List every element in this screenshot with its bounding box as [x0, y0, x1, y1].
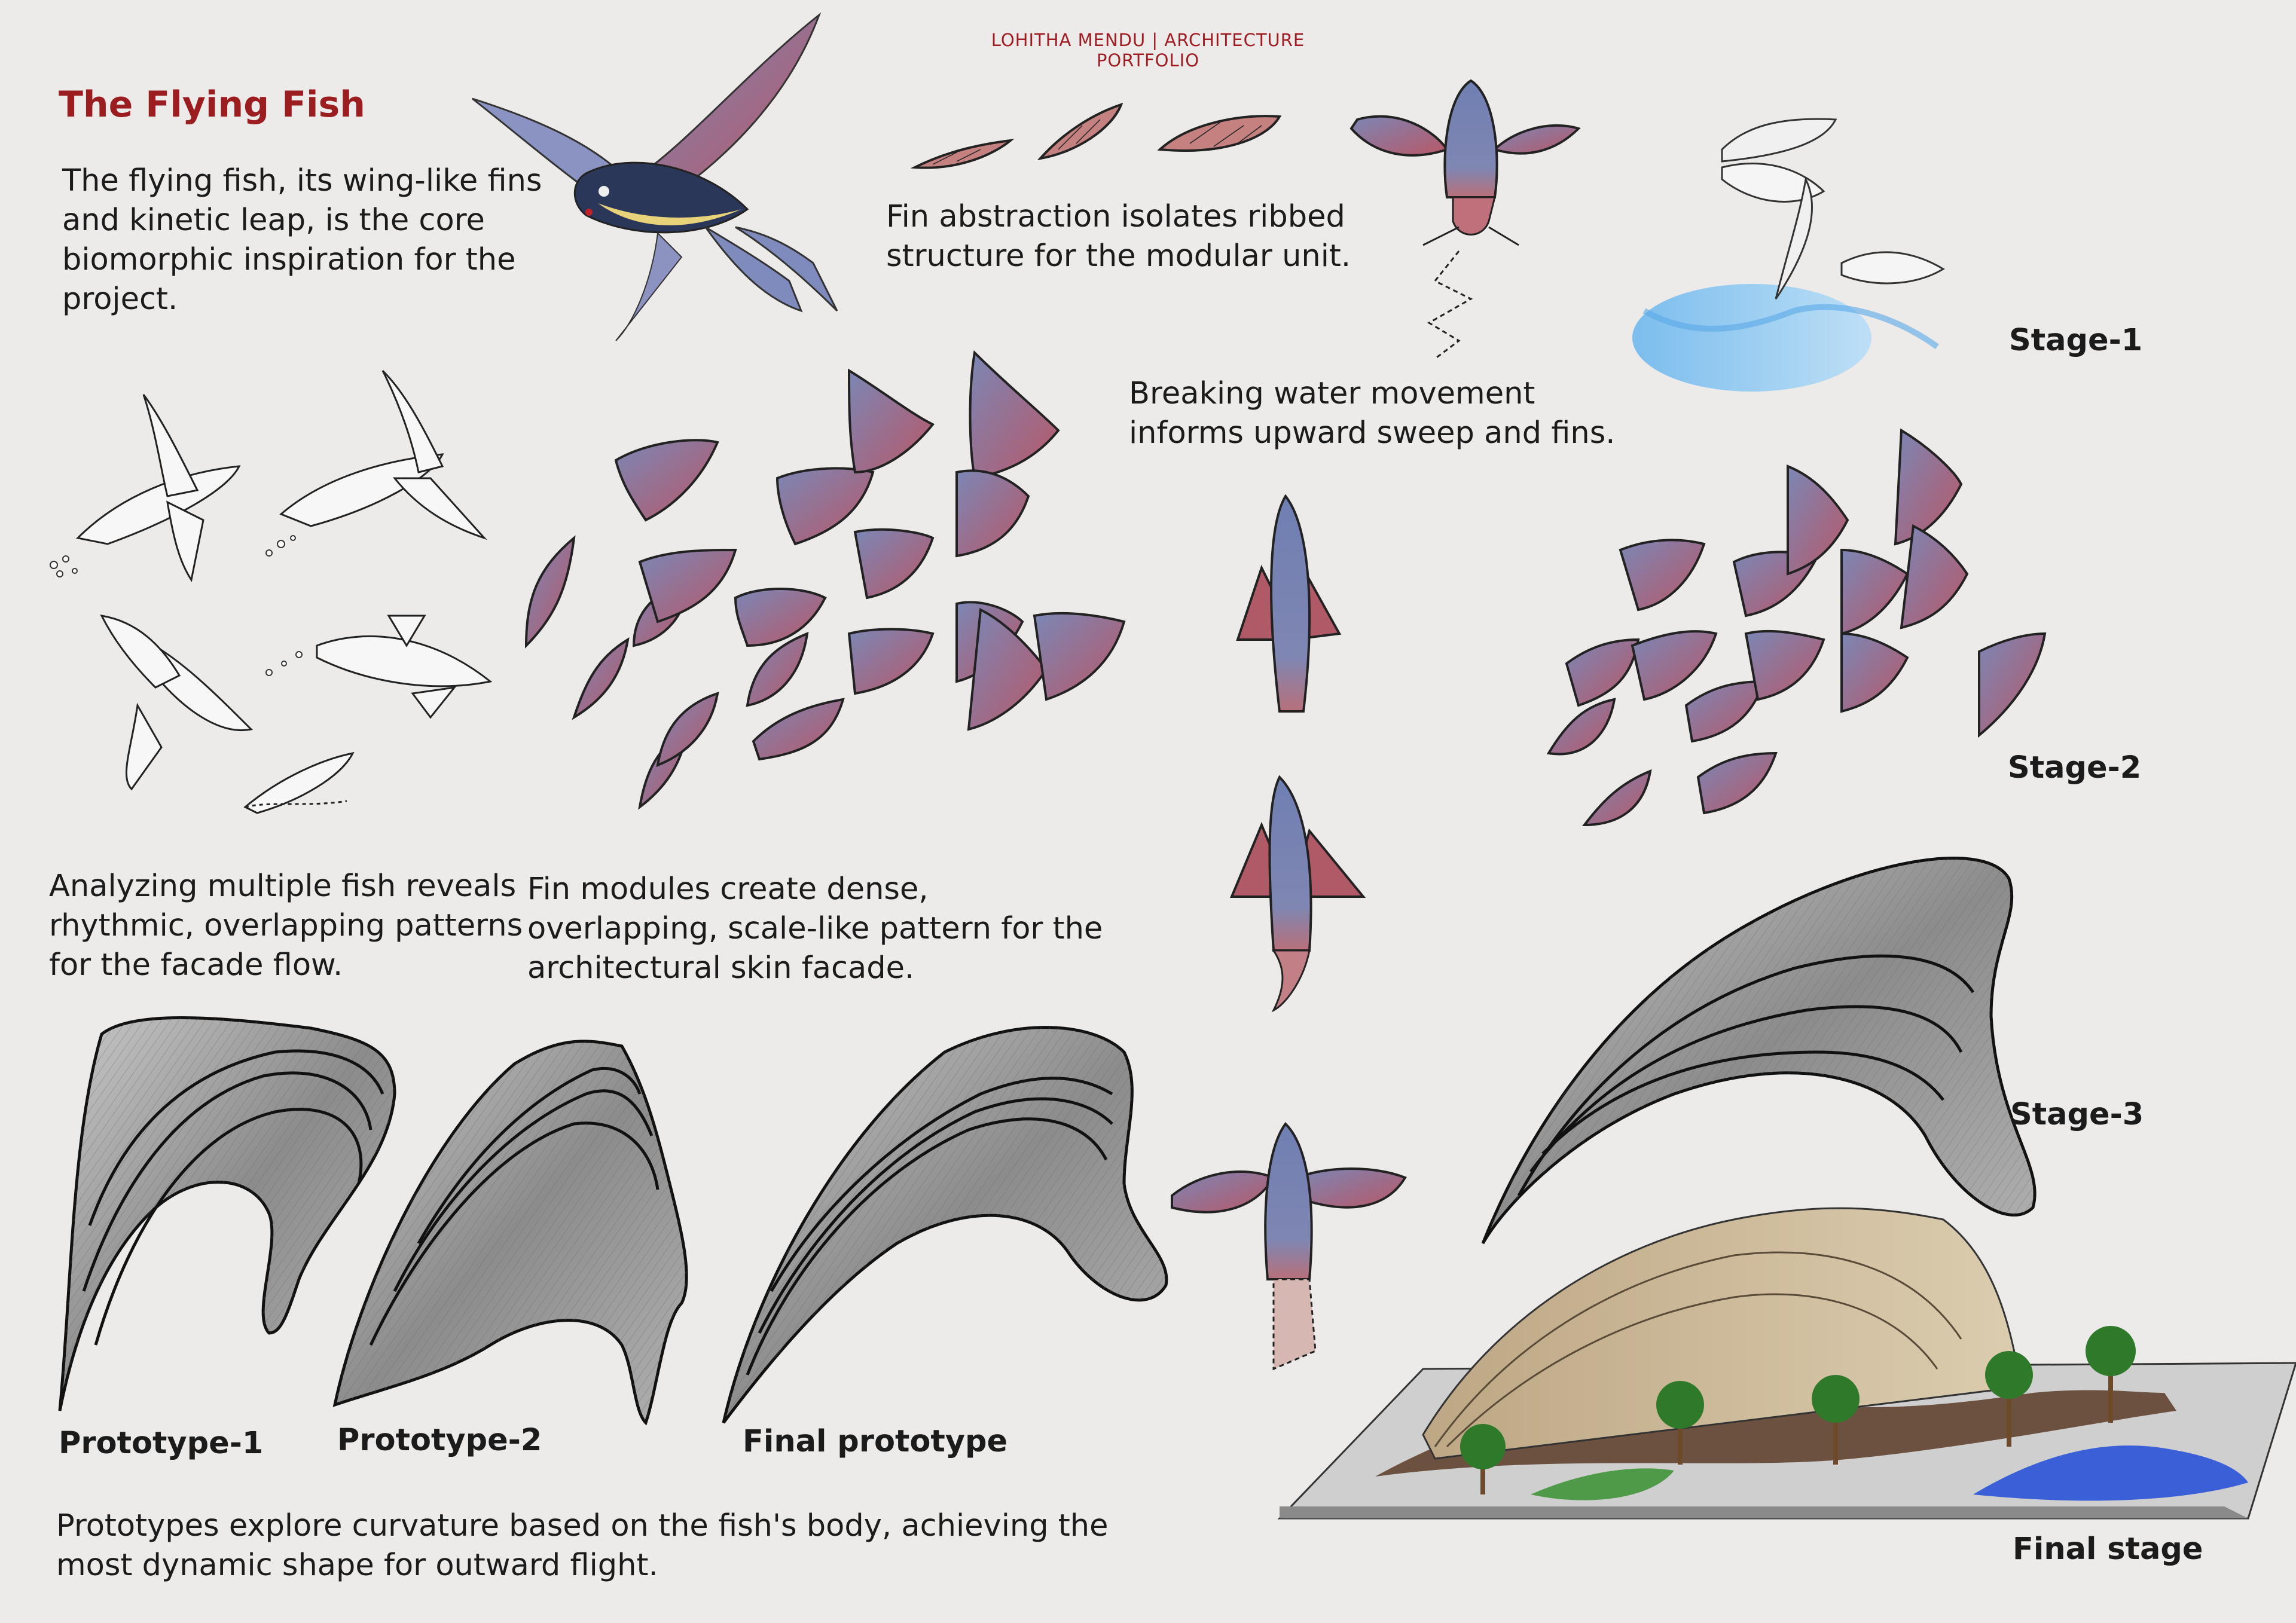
analysis-caption: Analyzing multiple fish reveals rhythmic…	[49, 869, 523, 983]
final-stage-site-model	[1277, 1207, 2296, 1520]
fish-sequence-1	[1236, 494, 1342, 713]
water-movement-caption: Breaking water movement informs upward s…	[1129, 376, 1616, 451]
intro-caption: The flying fish, its wing-like fins and …	[62, 163, 542, 317]
fin-abstraction-sequence	[910, 102, 1282, 169]
prototype-2-shell	[332, 1040, 688, 1426]
final-prototype-shell	[722, 1026, 1168, 1424]
bubble-dots	[50, 535, 303, 676]
fish-sketch-4	[316, 615, 493, 719]
final-stage-label: Final stage	[2013, 1532, 2203, 1567]
portfolio-header: LOHITHA MENDU | ARCHITECTURE PORTFOLIO	[991, 30, 1305, 71]
page-title: The Flying Fish	[59, 84, 365, 126]
final-prototype-label: Final prototype	[743, 1424, 1008, 1459]
prototype-1-label: Prototype-1	[59, 1426, 264, 1461]
top-view-fish-spread-fins	[1349, 79, 1581, 360]
stage-1-label: Stage-1	[2009, 323, 2143, 358]
site-trees	[1460, 1326, 2136, 1494]
stage-2-label: Stage-2	[2008, 750, 2142, 785]
fin-module-cluster	[524, 350, 1126, 810]
stage3-shell-form	[1481, 857, 2037, 1245]
fish-sequence-vertical	[1171, 494, 1407, 1371]
fin-abstraction-caption: Fin abstraction isolates ribbed structur…	[886, 199, 1351, 274]
fish-sequence-2	[1230, 775, 1366, 1013]
stage-3-label: Stage-3	[2010, 1097, 2144, 1132]
fish-sequence-3	[1171, 1121, 1407, 1371]
fish-sketch-3	[100, 615, 254, 791]
prototypes-caption: Prototypes explore curvature based on th…	[56, 1508, 1109, 1583]
fish-sketch-1	[75, 394, 241, 582]
fish-sketch-2	[279, 369, 487, 540]
hero-flying-fish-illustration	[472, 12, 838, 341]
stage1-leaping-fish-sketch	[1632, 118, 1945, 392]
stage2-fin-cluster	[1546, 428, 2047, 827]
prototype-1-shell	[58, 1016, 396, 1411]
fin-modules-caption: Fin modules create dense, overlapping, s…	[527, 872, 1103, 986]
prototype-2-label: Prototype-2	[337, 1423, 542, 1458]
fish-sketch-5	[243, 751, 355, 814]
fish-analysis-sketches	[50, 369, 493, 814]
